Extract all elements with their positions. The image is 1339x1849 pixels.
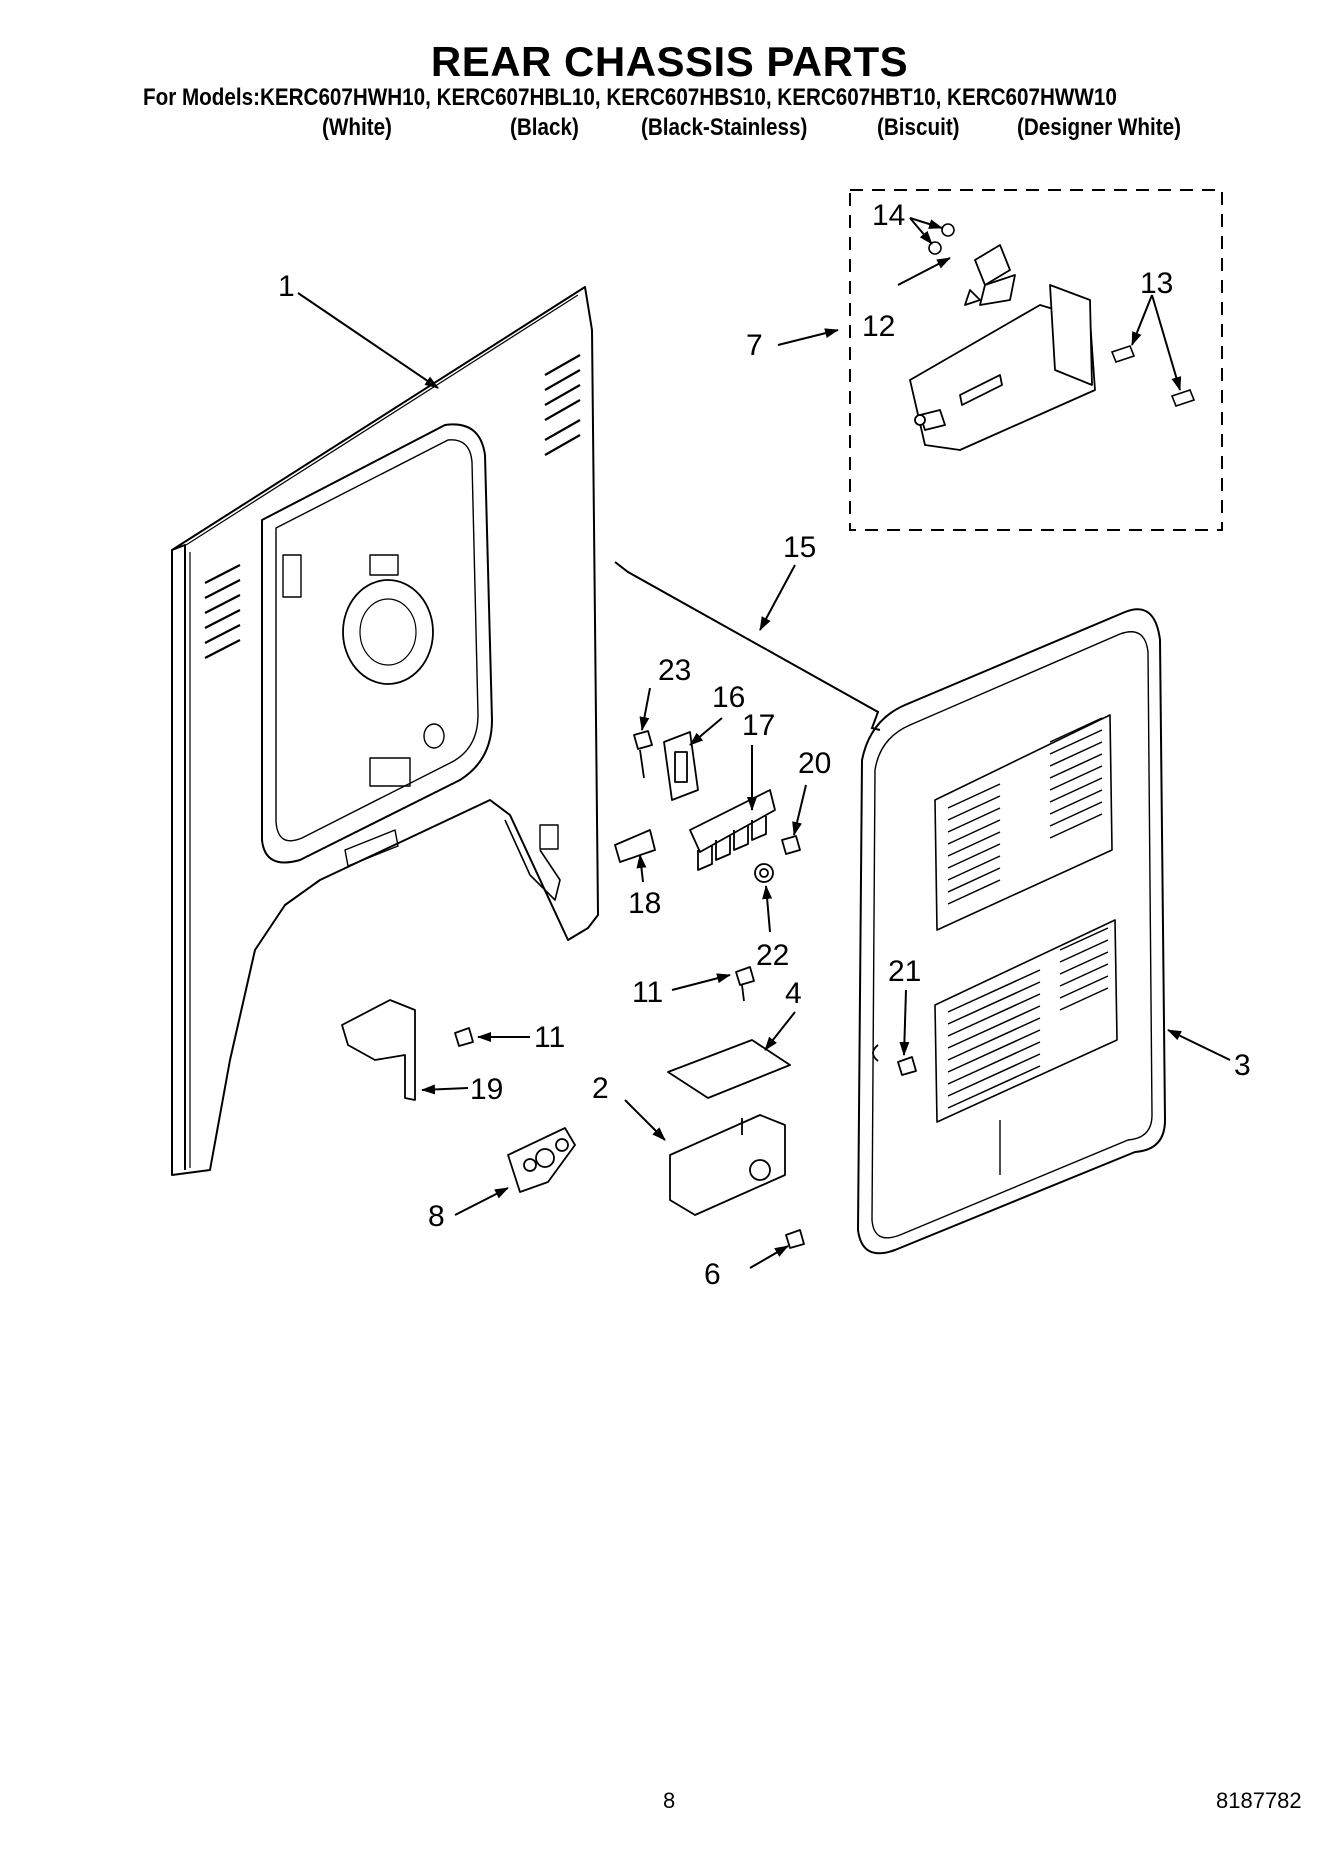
callout-19: 19: [470, 1073, 503, 1106]
callout-22: 22: [756, 939, 789, 972]
leader-lines: [297, 217, 1231, 1269]
callout-15: 15: [783, 531, 816, 564]
callout-16: 16: [712, 681, 745, 714]
callout-11-center: 11: [632, 976, 663, 1009]
color-black: (Black): [510, 114, 579, 141]
rear-access-panel: [857, 608, 1166, 1255]
callout-12: 12: [862, 310, 895, 343]
callout-21: 21: [888, 955, 921, 988]
callout-1: 1: [278, 270, 295, 303]
callout-4: 4: [785, 977, 802, 1010]
callout-2: 2: [592, 1072, 609, 1105]
model-list: For Models:KERC607HWH10, KERC607HBL10, K…: [143, 84, 1117, 111]
callout-13: 13: [1140, 267, 1173, 300]
callout-11-left: 11: [534, 1021, 565, 1054]
callout-17: 17: [742, 709, 775, 742]
color-black-stainless: (Black-Stainless): [641, 114, 808, 141]
callout-8: 8: [428, 1200, 445, 1233]
callout-23: 23: [658, 654, 691, 687]
callout-3: 3: [1234, 1049, 1251, 1082]
callout-7: 7: [746, 329, 763, 362]
callout-6: 6: [704, 1258, 721, 1291]
page-title: REAR CHASSIS PARTS: [430, 38, 909, 85]
color-biscuit: (Biscuit): [877, 114, 960, 141]
page-number: 8: [663, 1788, 676, 1813]
inset-latch-assembly: [849, 189, 1223, 531]
rear-chassis-panel: [171, 286, 599, 1176]
color-designer-white: (Designer White): [1017, 114, 1181, 141]
color-white: (White): [322, 114, 392, 141]
rod: [614, 561, 881, 731]
callout-14: 14: [872, 199, 905, 232]
small-parts: [341, 274, 1016, 1249]
document-number: 8187782: [1216, 1788, 1302, 1813]
callout-18: 18: [628, 887, 661, 920]
callout-20: 20: [798, 747, 831, 780]
